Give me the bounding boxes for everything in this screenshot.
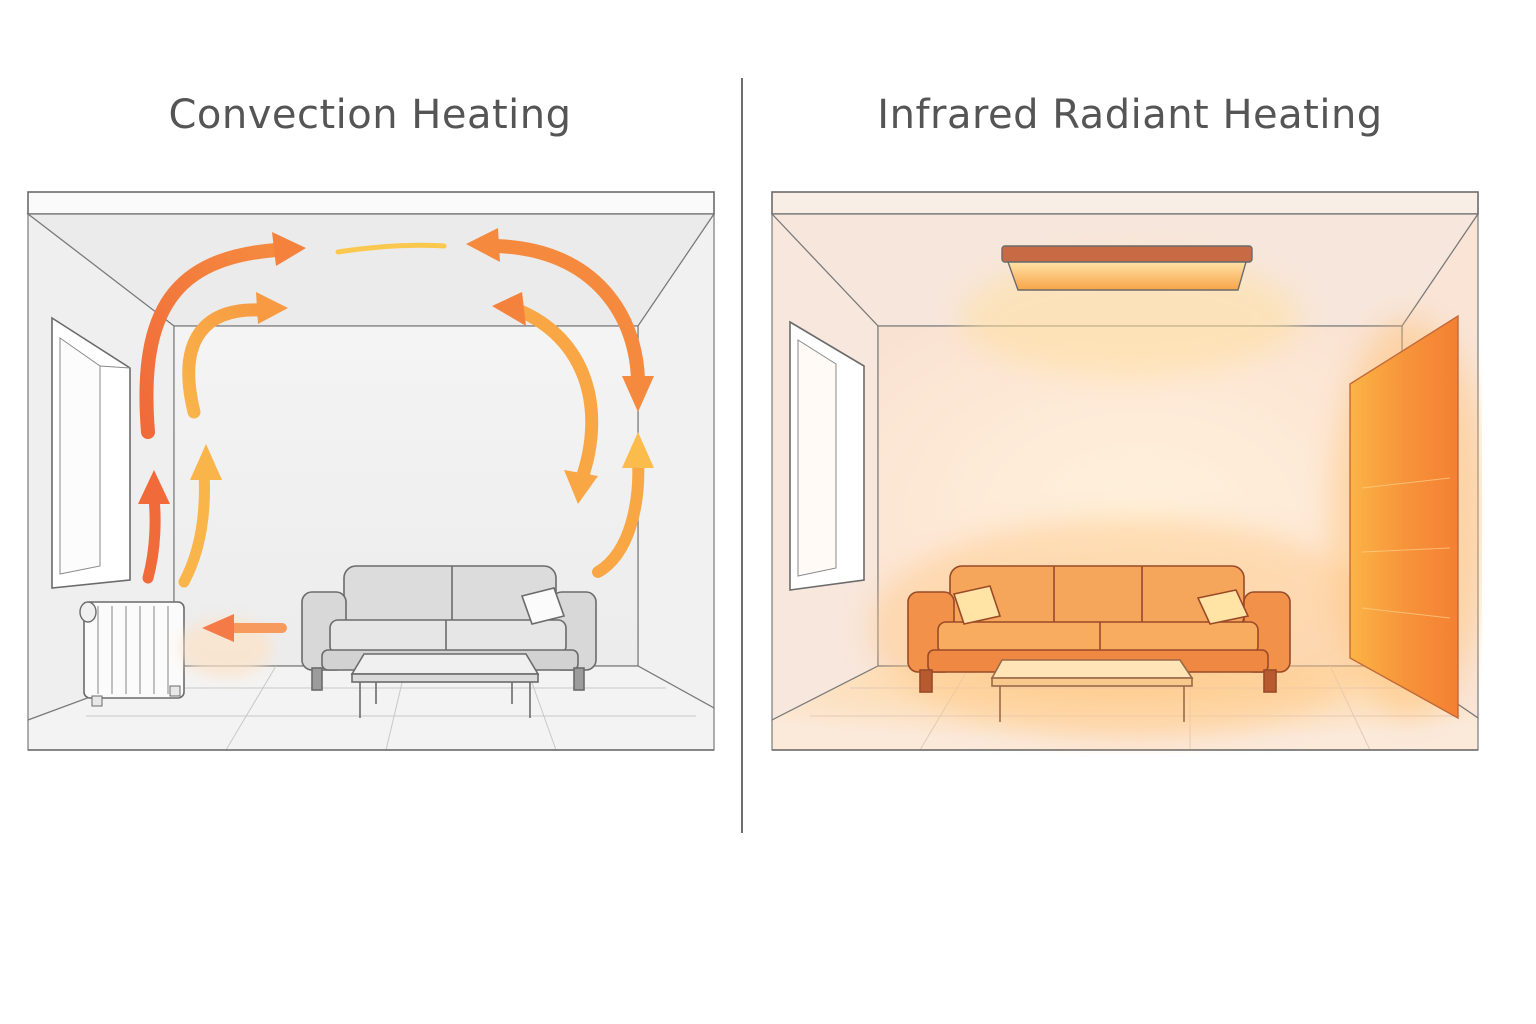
radiator [80, 602, 184, 706]
ceiling-slab [28, 192, 714, 214]
wall-infrared-panel [1350, 316, 1458, 718]
ceiling-infrared-panel [1002, 246, 1252, 290]
convection-room-illustration [26, 188, 716, 754]
infrared-heating-title: Infrared Radiant Heating [770, 92, 1490, 138]
ceiling-slab [772, 192, 1478, 214]
convection-heating-title: Convection Heating [20, 92, 720, 138]
window [790, 322, 864, 590]
panel-divider [741, 78, 743, 833]
infrared-room-illustration [770, 188, 1482, 754]
